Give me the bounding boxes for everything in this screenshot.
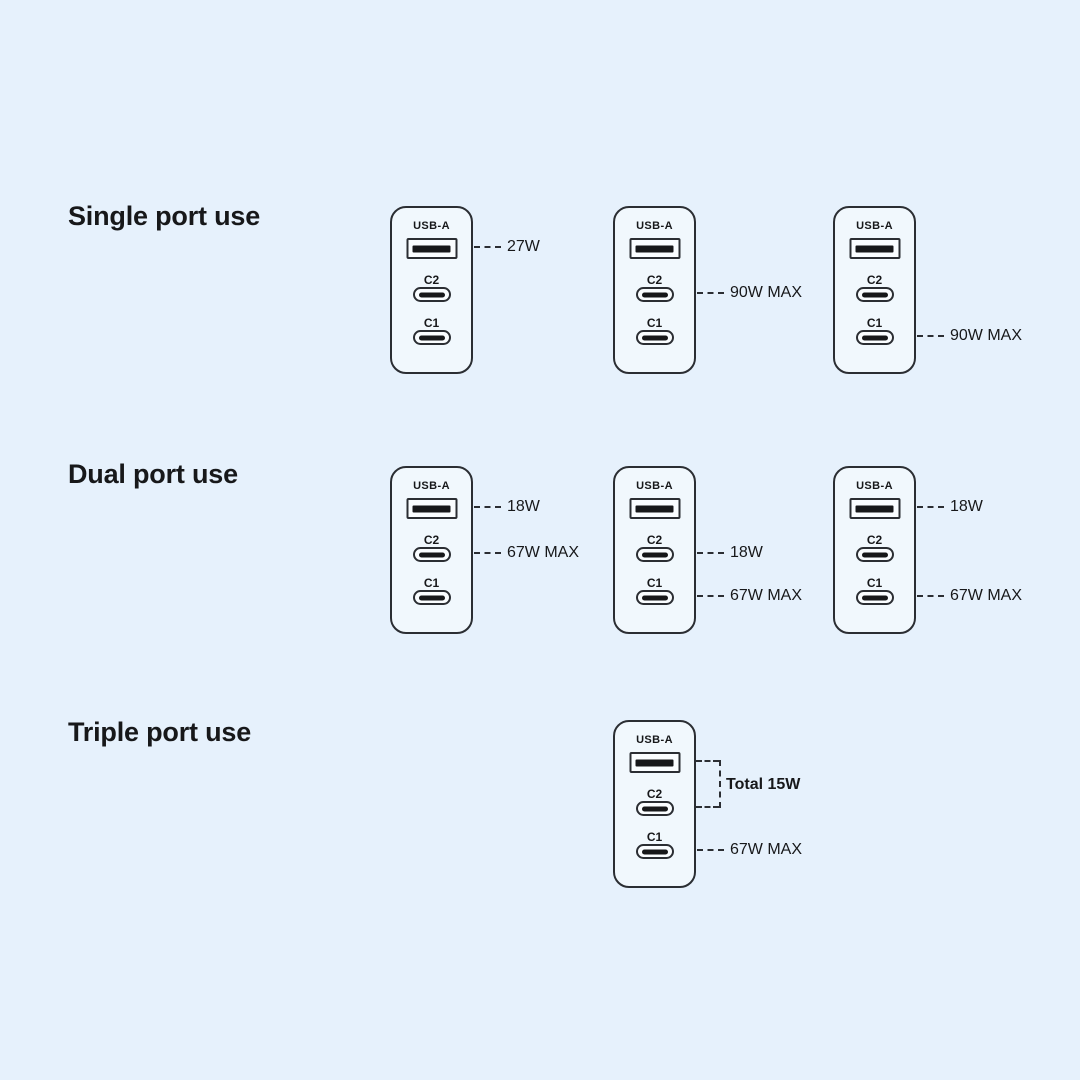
usb-a-port-label: USB-A <box>413 220 450 232</box>
power-label: 18W <box>507 497 540 515</box>
c1-port-pin-bar <box>418 335 445 340</box>
usb-a-port <box>849 498 900 519</box>
usb-a-port <box>629 498 680 519</box>
power-label: 27W <box>507 237 540 255</box>
c1-port <box>412 330 451 345</box>
usb-a-port-pin-bar <box>635 759 674 766</box>
callout-dash-line <box>697 551 724 554</box>
callout-dash-line <box>917 334 944 337</box>
usb-a-port <box>406 498 457 519</box>
section-heading: Dual port use <box>68 459 238 489</box>
callout-dash-line <box>474 245 501 248</box>
c2-port-pin-bar <box>861 552 888 557</box>
power-label: 90W MAX <box>950 326 1023 344</box>
c2-port <box>855 547 894 562</box>
usb-a-port-label: USB-A <box>636 220 673 232</box>
c2-port-pin-bar <box>641 292 668 297</box>
c1-port <box>412 590 451 605</box>
c1-port-pin-bar <box>418 595 445 600</box>
power-label: 67W MAX <box>950 586 1023 604</box>
c2-port-pin-bar <box>418 552 445 557</box>
c1-port-pin-bar <box>861 335 888 340</box>
c1-port-pin-bar <box>641 849 668 854</box>
usb-a-port-label: USB-A <box>413 480 450 492</box>
c1-port-pin-bar <box>861 595 888 600</box>
usb-a-port-pin-bar <box>855 505 894 512</box>
c1-port-pin-bar <box>641 335 668 340</box>
usb-a-port-pin-bar <box>855 245 894 252</box>
c2-port <box>635 547 674 562</box>
usb-a-port-pin-bar <box>635 505 674 512</box>
usb-a-port-pin-bar <box>412 505 451 512</box>
total-power-label: Total 15W <box>726 775 801 793</box>
callout-dash-line <box>474 505 501 508</box>
c2-port-pin-bar <box>641 552 668 557</box>
c1-port <box>855 330 894 345</box>
usb-a-port <box>629 238 680 259</box>
c1-port <box>635 330 674 345</box>
usb-a-port-label: USB-A <box>636 734 673 746</box>
c2-port-pin-bar <box>861 292 888 297</box>
c2-port <box>412 547 451 562</box>
bracket-vertical-line <box>719 759 721 808</box>
usb-a-port <box>629 752 680 773</box>
c2-port <box>855 287 894 302</box>
usb-a-port-label: USB-A <box>856 480 893 492</box>
section-heading: Single port use <box>68 201 261 231</box>
power-label: 67W MAX <box>730 586 803 604</box>
callout-dash-line <box>917 505 944 508</box>
c2-port-pin-bar <box>641 806 668 811</box>
callout-dash-line <box>917 594 944 597</box>
power-label: 67W MAX <box>730 840 803 858</box>
section-heading: Triple port use <box>68 717 252 747</box>
c2-port <box>635 801 674 816</box>
c1-port <box>855 590 894 605</box>
usb-a-port <box>849 238 900 259</box>
usb-a-port <box>406 238 457 259</box>
usb-a-port-label: USB-A <box>856 220 893 232</box>
usb-a-port-pin-bar <box>412 245 451 252</box>
bracket-dash-line <box>696 805 719 808</box>
usb-a-port-pin-bar <box>635 245 674 252</box>
usb-a-port-label: USB-A <box>636 480 673 492</box>
bracket-dash-line <box>696 759 719 762</box>
callout-dash-line <box>697 848 724 851</box>
callout-dash-line <box>474 551 501 554</box>
c1-port <box>635 590 674 605</box>
power-label: 90W MAX <box>730 283 803 301</box>
power-label: 18W <box>730 543 763 561</box>
callout-dash-line <box>697 291 724 294</box>
power-label: 18W <box>950 497 983 515</box>
c1-port-pin-bar <box>641 595 668 600</box>
c2-port-pin-bar <box>418 292 445 297</box>
power-label: 67W MAX <box>507 543 580 561</box>
c2-port <box>635 287 674 302</box>
c2-port <box>412 287 451 302</box>
callout-dash-line <box>697 594 724 597</box>
c1-port <box>635 844 674 859</box>
